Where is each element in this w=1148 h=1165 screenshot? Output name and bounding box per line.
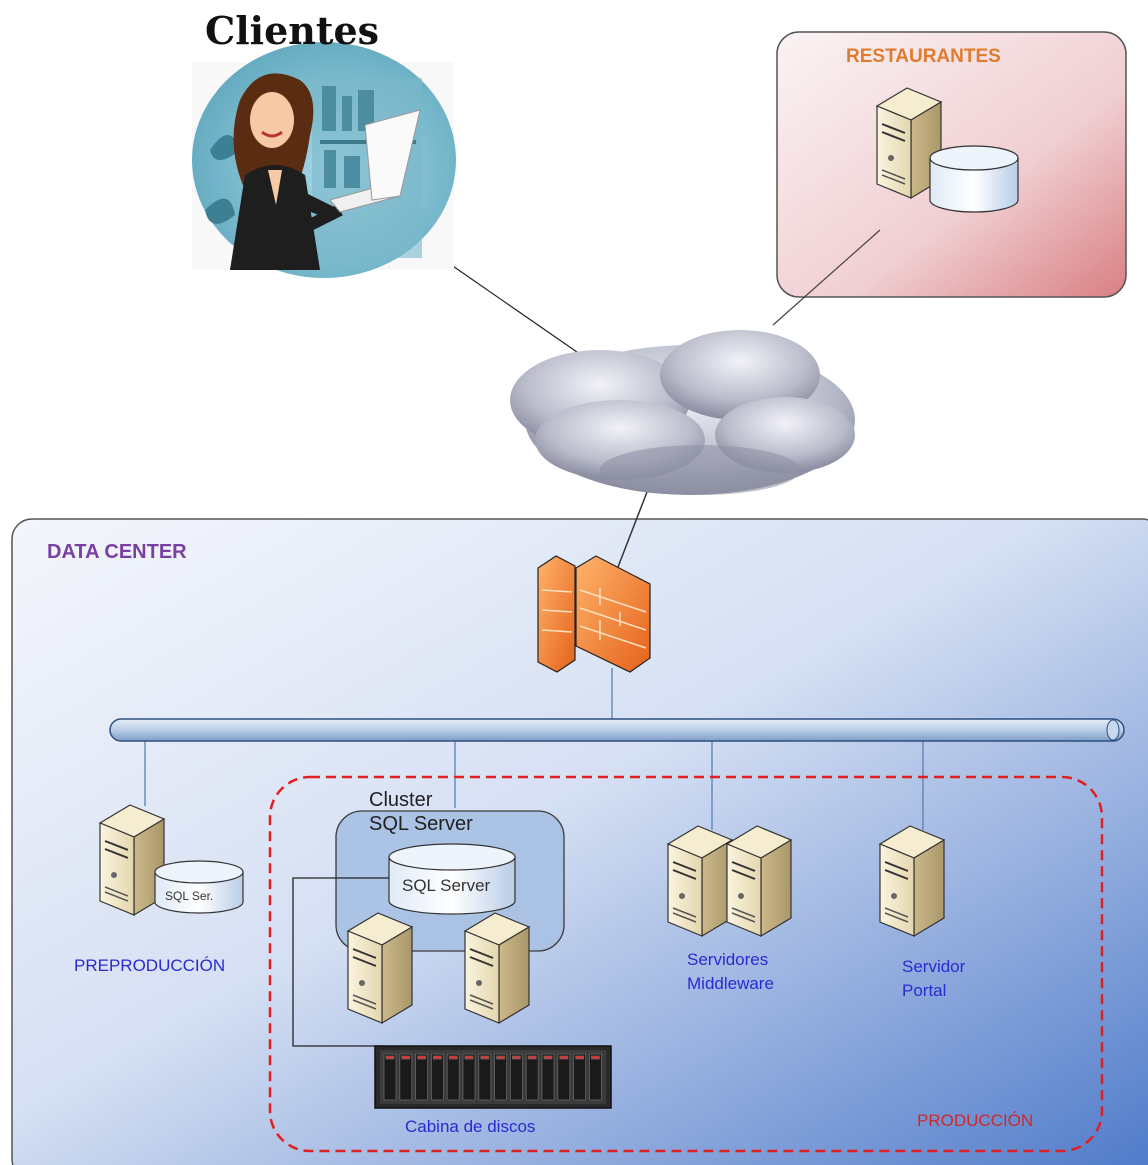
disk-bay-led: [575, 1055, 584, 1060]
production-zone: [268, 775, 1104, 1153]
disk-bay: [557, 1053, 571, 1101]
disk-array-label: Cabina de discos: [405, 1117, 536, 1136]
data-center-box: [11, 518, 1148, 1165]
clients-title: Clientes: [205, 8, 380, 53]
portal-label: Servidor Portal: [902, 955, 965, 1003]
disk-bay: [494, 1053, 508, 1101]
disk-bay-led: [496, 1055, 506, 1060]
disk-bay: [415, 1053, 429, 1101]
network-bus: [109, 718, 1125, 742]
disk-bay: [589, 1053, 602, 1101]
disk-bay: [462, 1053, 476, 1101]
preproduction-db-label: SQL Ser.: [165, 889, 214, 903]
disk-bay: [509, 1053, 523, 1101]
disk-bay: [525, 1053, 539, 1101]
cluster-server-1-icon: [347, 912, 413, 1024]
disk-bay: [573, 1053, 586, 1101]
middleware-server-1-icon: [667, 825, 733, 937]
data-center-label: DATA CENTER: [47, 541, 187, 563]
middleware-label-line2: Middleware: [687, 974, 774, 993]
restaurants-label: RESTAURANTES: [846, 46, 1001, 67]
preproduction-database-icon: [154, 860, 244, 914]
disk-bay: [478, 1053, 492, 1101]
disk-bay-led: [385, 1055, 395, 1060]
restaurants-to-cloud-line: [772, 229, 881, 326]
disk-bay: [430, 1053, 444, 1101]
restaurant-database-icon: [929, 145, 1019, 213]
disk-bay-led: [543, 1055, 553, 1060]
disk-bay-led: [432, 1055, 442, 1060]
portal-label-line1: Servidor: [902, 957, 966, 976]
cluster-database-icon: [388, 843, 516, 915]
cluster-label-line2: SQL Server: [369, 813, 473, 835]
disk-array-icon: [374, 1045, 612, 1109]
disk-bay-led: [480, 1055, 490, 1060]
disk-bay-led: [448, 1055, 458, 1060]
disk-bay-led: [512, 1055, 521, 1060]
disk-bay-led: [591, 1055, 600, 1060]
portal-server-icon: [879, 825, 945, 937]
middleware-label-line1: Servidores: [687, 950, 769, 969]
cluster-label-line1: Cluster: [369, 789, 433, 811]
production-label: PRODUCCIÓN: [917, 1111, 1034, 1130]
disk-bay-led: [464, 1055, 474, 1060]
disk-bay-led: [417, 1055, 427, 1060]
disk-bay-led: [559, 1055, 569, 1060]
cloud-to-firewall-line: [617, 491, 648, 568]
cloud-icon: [510, 330, 855, 495]
preproduction-label: PREPRODUCCIÓN: [74, 956, 226, 975]
disk-bay: [541, 1053, 555, 1101]
disk-bay: [399, 1053, 413, 1101]
cluster-db-label: SQL Server: [402, 876, 491, 895]
middleware-server-2-icon: [726, 825, 792, 937]
middleware-label: Servidores Middleware: [687, 948, 774, 996]
portal-label-line2: Portal: [902, 981, 947, 1000]
disk-bay: [383, 1053, 397, 1101]
disk-bay-led: [401, 1055, 411, 1060]
firewall-icon: [537, 555, 651, 673]
cluster-label: Cluster SQL Server: [369, 788, 473, 836]
disk-bay: [446, 1053, 460, 1101]
disk-bay-led: [527, 1055, 537, 1060]
cluster-server-2-icon: [464, 912, 530, 1024]
woman-with-laptop-illustration: [192, 42, 456, 278]
